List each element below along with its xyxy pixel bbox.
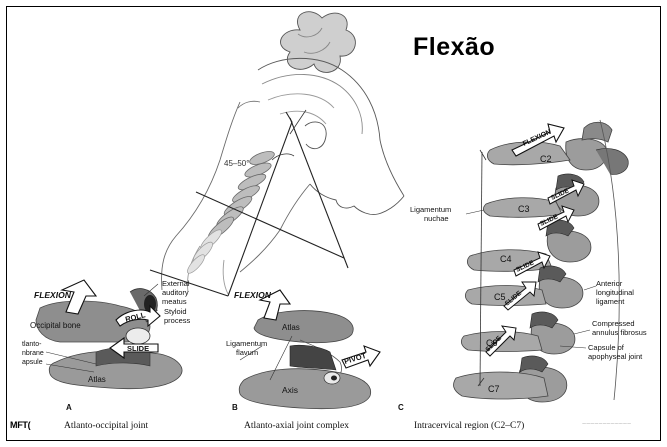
nuchae-label-2: nuchae <box>424 214 449 223</box>
hair-bun <box>281 12 356 73</box>
angle-label: 45–50° <box>224 159 249 168</box>
footer-right-text: ~~~~~~~~~~~~ <box>582 421 631 428</box>
flavum-label-1: Ligamentum <box>226 339 267 348</box>
compressed-label-2: annulus fibrosus <box>592 328 647 337</box>
face-profile <box>310 184 404 215</box>
panel-a-caption: Atlanto-occipital joint <box>64 421 149 431</box>
footer-left-text: MFT( <box>10 420 30 430</box>
styloid-label-2: process <box>164 316 191 325</box>
anterior-label-1: Anterior <box>596 279 623 288</box>
angle-line-flexed <box>290 118 348 268</box>
panel-a-letter: A <box>66 403 72 412</box>
head-neck-drawing <box>150 12 404 296</box>
panel-a-atlas-label: Atlas <box>88 375 106 384</box>
panel-b-flexion-label: FLEXION <box>234 290 272 300</box>
auditory-label-3: meatus <box>162 297 187 306</box>
ear <box>305 122 326 149</box>
capsule-label-1: tlanto- <box>22 341 42 348</box>
styloid-label-1: Styloid <box>164 307 187 316</box>
occipital-bone-label: Occipital bone <box>30 321 81 330</box>
c3-label: C3 <box>518 204 530 214</box>
c7-label: C7 <box>488 384 500 394</box>
head-outline <box>258 58 404 196</box>
panel-a-slide-label: SLIDE <box>127 344 149 353</box>
auditory-label-1: External <box>162 279 190 288</box>
capsule-label-3: apsule <box>22 359 43 366</box>
panel-c-letter: C <box>398 403 404 412</box>
panel-b-letter: B <box>232 403 238 412</box>
anterior-label-3: ligament <box>596 297 625 306</box>
slide-title: Flexão <box>413 33 495 62</box>
panel-b-atlas-label: Atlas <box>282 323 300 332</box>
panel-b-atlanto-axial <box>239 290 380 409</box>
anterior-label-2: longitudinal <box>596 288 634 297</box>
panel-a-flexion-label: FLEXION <box>34 290 72 300</box>
flavum-label-2: flavum <box>236 348 258 357</box>
capsule-label-2: nbrane <box>22 350 44 357</box>
nuchae-label-1: Ligamentum <box>410 205 451 214</box>
panel-b-caption: Atlanto-axial joint complex <box>244 421 349 431</box>
auditory-label-2: auditory <box>162 288 189 297</box>
panel-c-caption: Intracervical region (C2–C7) <box>414 420 524 431</box>
capsule-c-label-1: Capsule of <box>588 343 625 352</box>
c2-label: C2 <box>540 154 552 164</box>
compressed-label-1: Compressed <box>592 319 635 328</box>
axis-shape <box>239 369 370 409</box>
c5-label: C5 <box>494 292 506 302</box>
capsule-c-label-2: apophyseal joint <box>588 352 643 361</box>
panel-b-axis-label: Axis <box>282 385 298 395</box>
c4-label: C4 <box>500 254 512 264</box>
c6-label: C6 <box>486 338 498 348</box>
